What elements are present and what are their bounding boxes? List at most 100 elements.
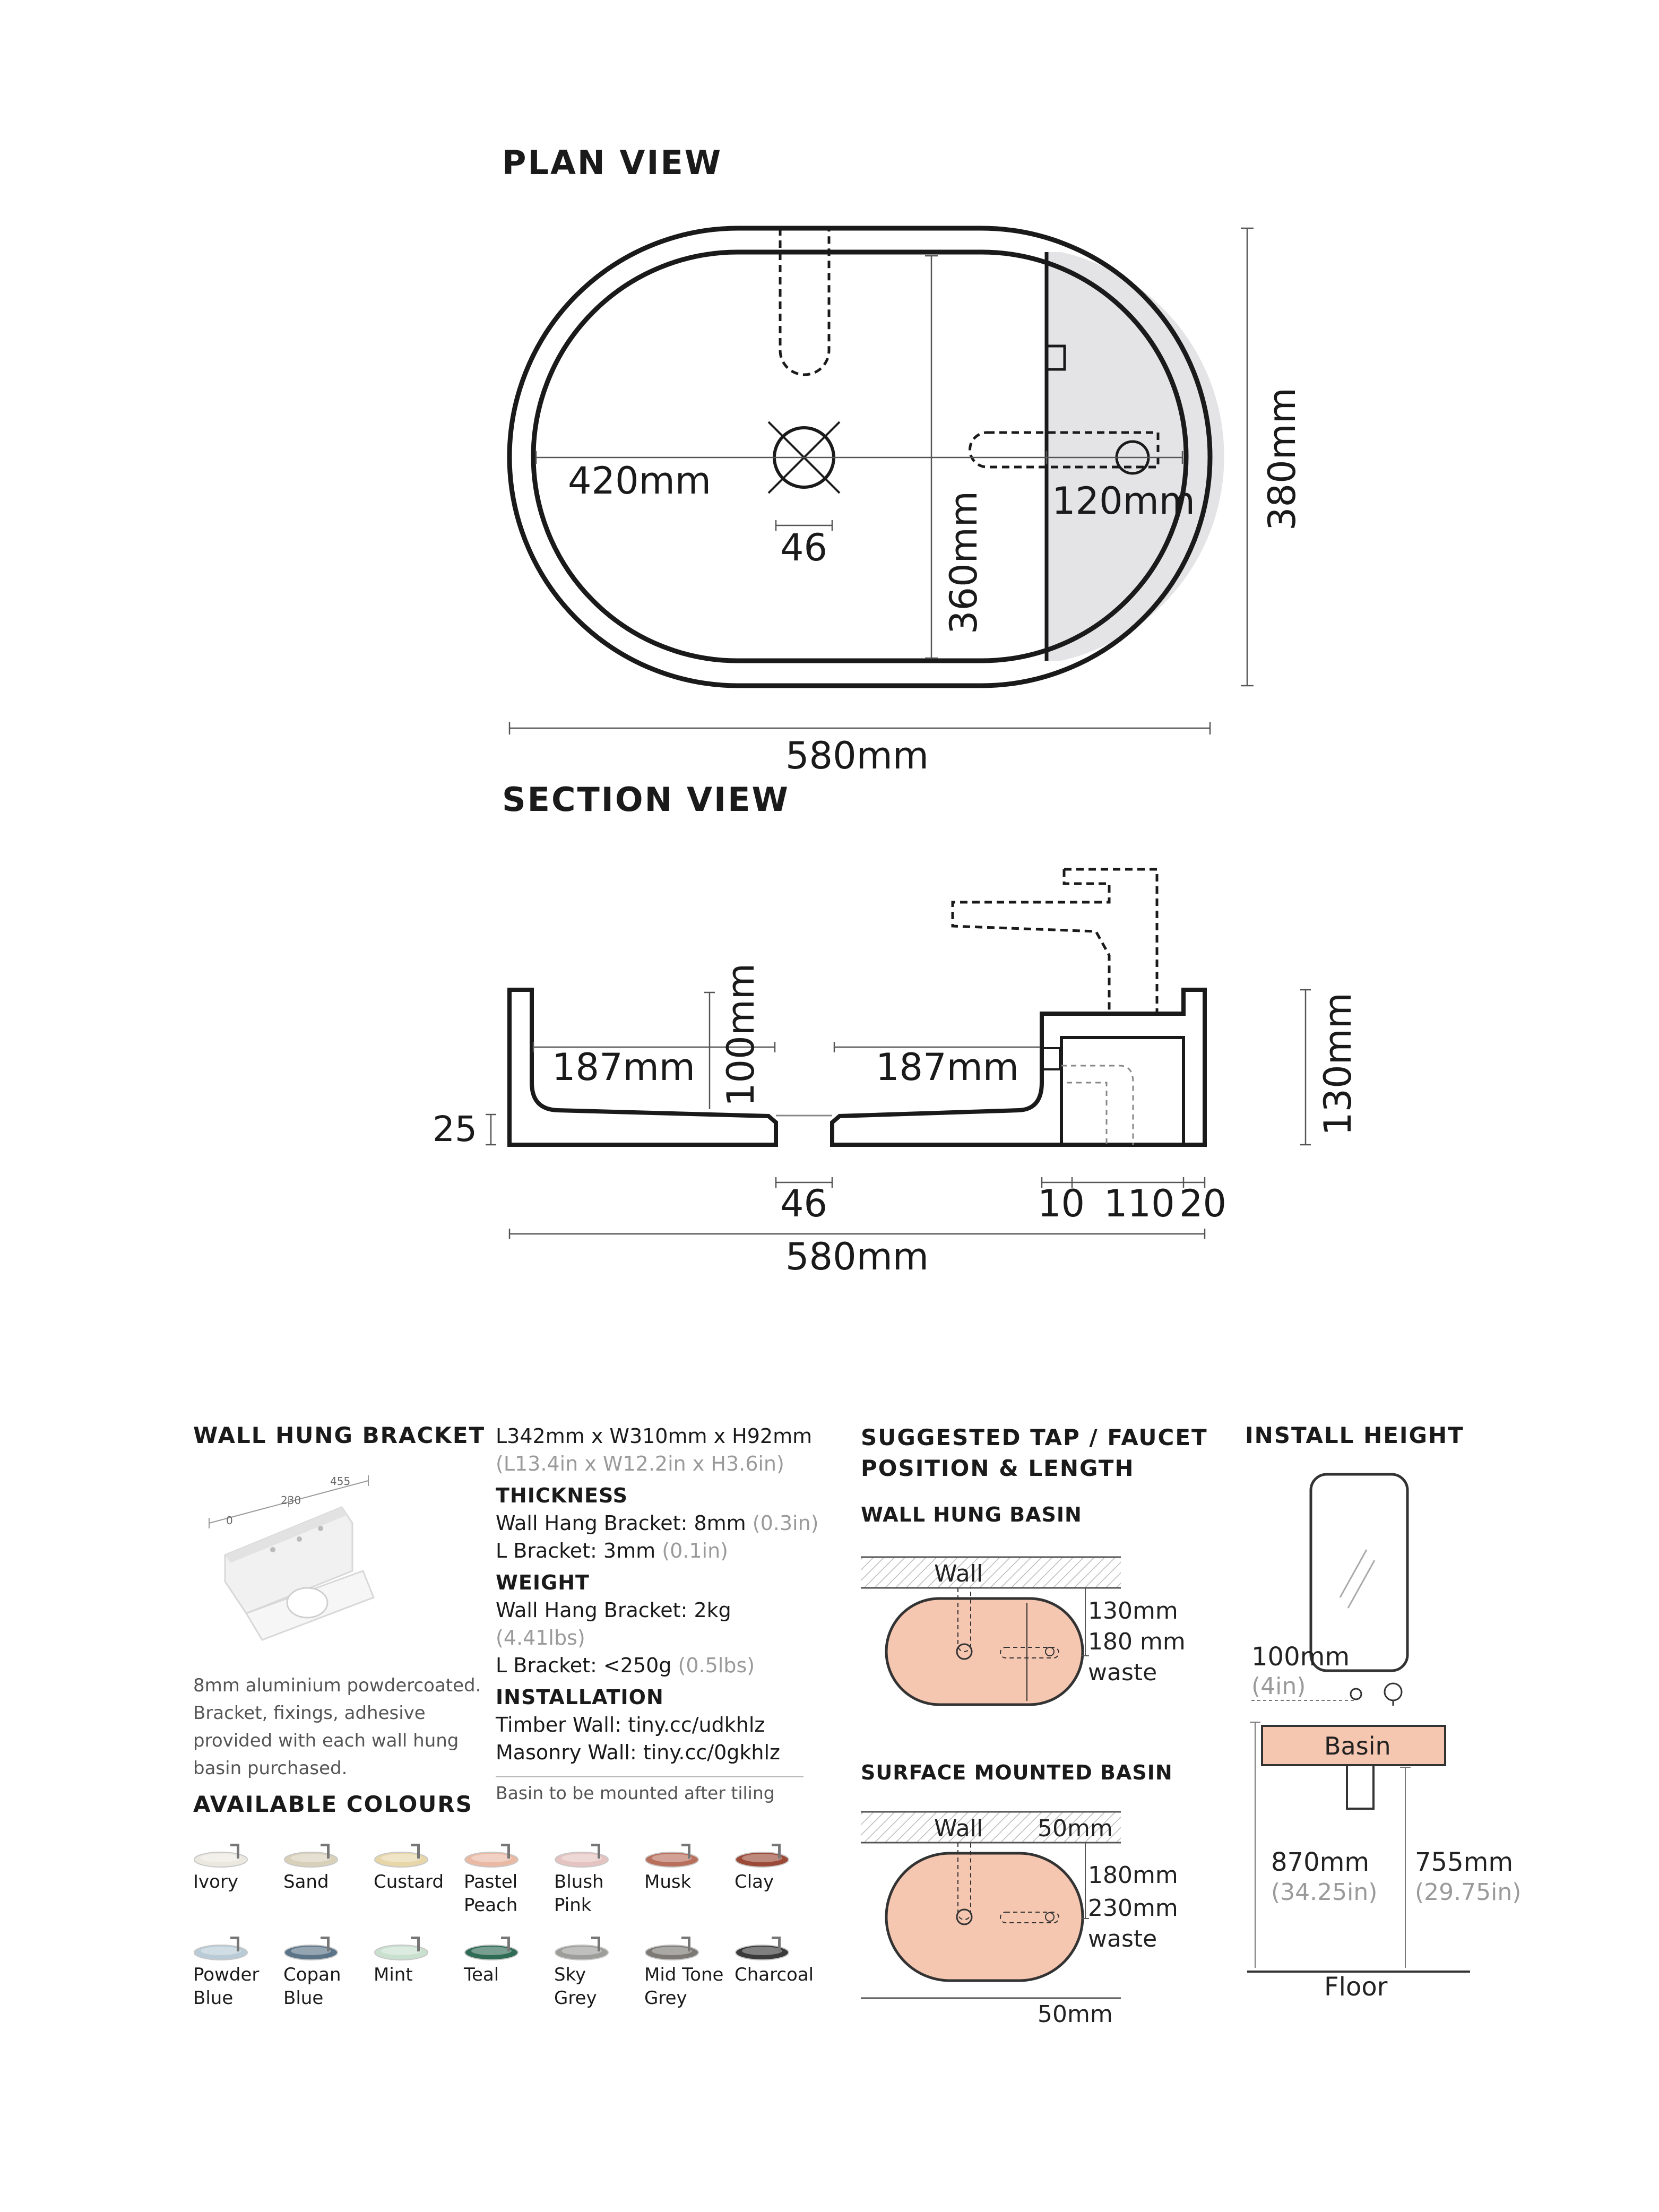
wall-hung-title: WALL HUNG BASIN <box>861 1503 1082 1526</box>
section-view-drawing: 187mm 187mm 100mm 25 130mm 46 10 110 20 … <box>433 868 1360 1278</box>
tap-title-line-2: POSITION & LENGTH <box>861 1455 1135 1481</box>
basin-swatch-icon <box>193 1934 281 1963</box>
thickness-bracket: Wall Hang Bracket: 8mm (0.3in) <box>496 1509 825 1537</box>
section-dim-10: 10 <box>1038 1182 1085 1225</box>
surface-dim-3: waste <box>1088 1925 1157 1952</box>
surface-wall-label: Wall <box>934 1815 983 1842</box>
colour-label: Sky <box>554 1964 586 1985</box>
basin-swatch-icon <box>644 1934 732 1963</box>
weight-bracket-value: Wall Hang Bracket: 2kg <box>496 1598 731 1622</box>
basin-swatch-icon <box>735 1842 822 1870</box>
basin-swatch-icon <box>735 1934 822 1963</box>
basin-swatch-icon <box>554 1842 642 1870</box>
basin-swatch-icon <box>464 1842 551 1870</box>
thickness-title: THICKNESS <box>496 1484 628 1507</box>
colour-label: Powder <box>193 1964 260 1985</box>
section-view-title: SECTION VIEW <box>502 780 790 819</box>
plan-dim-46: 46 <box>780 526 827 569</box>
basin-swatch-icon <box>283 1842 371 1870</box>
plan-dim-360: 360mm <box>942 491 986 634</box>
weight-bracket: Wall Hang Bracket: 2kg (4.41lbs) <box>496 1596 825 1652</box>
plan-dim-420: 420mm <box>568 459 711 503</box>
bracket-illustration: 0 230 455 <box>209 1475 375 1641</box>
spec-note: Basin to be mounted after tiling <box>496 1783 775 1803</box>
colour-swatch-ivory[interactable]: Ivory <box>193 1842 281 1894</box>
plan-dim-120: 120mm <box>1052 479 1195 523</box>
section-dim-110: 110 <box>1104 1182 1175 1225</box>
basin-swatch-icon <box>193 1842 281 1870</box>
spec-block: L342mm x W310mm x H92mm (L13.4in x W12.2… <box>496 1422 825 1807</box>
surface-dim-2: 230mm <box>1088 1895 1178 1922</box>
colour-label: Clay <box>735 1871 774 1893</box>
bracket-desc-line-4: basin purchased. <box>193 1758 348 1779</box>
thickness-lbracket-value: L Bracket: 3mm <box>496 1539 656 1562</box>
colour-swatch-clay[interactable]: Clay <box>735 1842 822 1894</box>
weight-lbracket: L Bracket: <250g (0.5lbs) <box>496 1652 825 1679</box>
basin-swatch-icon <box>374 1934 461 1963</box>
install-height-870: 870mm <box>1271 1847 1369 1877</box>
spec-size-imperial: (L13.4in x W12.2in x H3.6in) <box>496 1452 784 1475</box>
surface-mounted-diagram: Wall 50mm 180mm 230mm waste 50mm <box>861 1811 1178 2028</box>
surface-dim-bottom: 50mm <box>1038 2001 1113 2028</box>
install-height-diagram: 100mm (4in) Basin 870mm (34.25in) 755mm … <box>1247 1473 1521 2002</box>
surface-dim-1: 180mm <box>1088 1862 1178 1889</box>
colour-label: Mid Tone <box>644 1964 724 1985</box>
colour-swatch-custard[interactable]: Custard <box>374 1842 461 1894</box>
colour-label: Copan <box>283 1964 341 1985</box>
weight-title: WEIGHT <box>496 1571 590 1594</box>
colour-label: Custard <box>374 1871 444 1893</box>
thickness-lbracket-alt: (0.1in) <box>662 1539 728 1562</box>
colour-label: Ivory <box>193 1871 239 1893</box>
install-gap-in: (4in) <box>1251 1673 1306 1700</box>
tap-title-line-1: SUGGESTED TAP / FAUCET <box>861 1424 1208 1450</box>
colours-title: AVAILABLE COLOURS <box>193 1791 473 1817</box>
colour-swatch-teal[interactable]: Teal <box>464 1934 551 1986</box>
colour-swatch-musk[interactable]: Musk <box>644 1842 732 1894</box>
plan-dim-380: 380mm <box>1260 387 1304 531</box>
wall-hung-dim-3: waste <box>1088 1659 1157 1686</box>
tap-title: SUGGESTED TAP / FAUCET POSITION & LENGTH <box>861 1422 1208 1484</box>
basin-swatch-icon <box>644 1842 732 1870</box>
colour-label: Sand <box>283 1871 329 1893</box>
colour-swatch-mint[interactable]: Mint <box>374 1934 461 1986</box>
section-dim-100: 100mm <box>719 963 763 1107</box>
colour-label: Mint <box>374 1964 413 1985</box>
colour-label-line-2: Blue <box>283 1988 324 2009</box>
surface-dim-top: 50mm <box>1038 1815 1113 1842</box>
basin-swatch-icon <box>554 1934 642 1963</box>
spec-size: L342mm x W310mm x H92mm <box>496 1424 813 1448</box>
install-basin-label: Basin <box>1324 1732 1391 1760</box>
spec-divider <box>496 1776 803 1777</box>
section-dim-187-left: 187mm <box>552 1045 695 1089</box>
bracket-desc-line-3: provided with each wall hung <box>193 1730 459 1751</box>
install-height-870-in: (34.25in) <box>1271 1879 1377 1906</box>
section-dim-130: 130mm <box>1316 992 1360 1136</box>
weight-bracket-alt: (4.41lbs) <box>496 1626 585 1649</box>
basin-swatch-icon <box>464 1934 551 1963</box>
bracket-desc-line-2: Bracket, fixings, adhesive <box>193 1703 426 1724</box>
install-height-title: INSTALL HEIGHT <box>1245 1422 1464 1448</box>
install-floor-label: Floor <box>1324 1972 1388 2002</box>
install-gap-mm: 100mm <box>1251 1642 1350 1672</box>
install-masonry-link[interactable]: Masonry Wall: tiny.cc/0gkhlz <box>496 1741 780 1764</box>
bracket-title: WALL HUNG BRACKET <box>193 1422 486 1448</box>
basin-swatch-icon <box>374 1842 461 1870</box>
section-dim-187-right: 187mm <box>876 1045 1019 1089</box>
wall-hung-dim-2: 180 mm <box>1088 1628 1186 1655</box>
installation-title: INSTALLATION <box>496 1686 664 1709</box>
colour-label: Musk <box>644 1871 692 1893</box>
colour-label: Teal <box>464 1964 499 1985</box>
colour-swatch-charcoal[interactable]: Charcoal <box>735 1934 822 1986</box>
wall-hung-diagram: Wall 130mm 180 mm waste <box>861 1556 1186 1706</box>
colour-label-line-2: Grey <box>554 1988 597 2009</box>
colour-swatch-sand[interactable]: Sand <box>283 1842 371 1894</box>
section-dim-580: 580mm <box>785 1235 929 1278</box>
install-timber-link[interactable]: Timber Wall: tiny.cc/udkhlz <box>496 1713 765 1736</box>
install-height-755-in: (29.75in) <box>1415 1879 1521 1906</box>
